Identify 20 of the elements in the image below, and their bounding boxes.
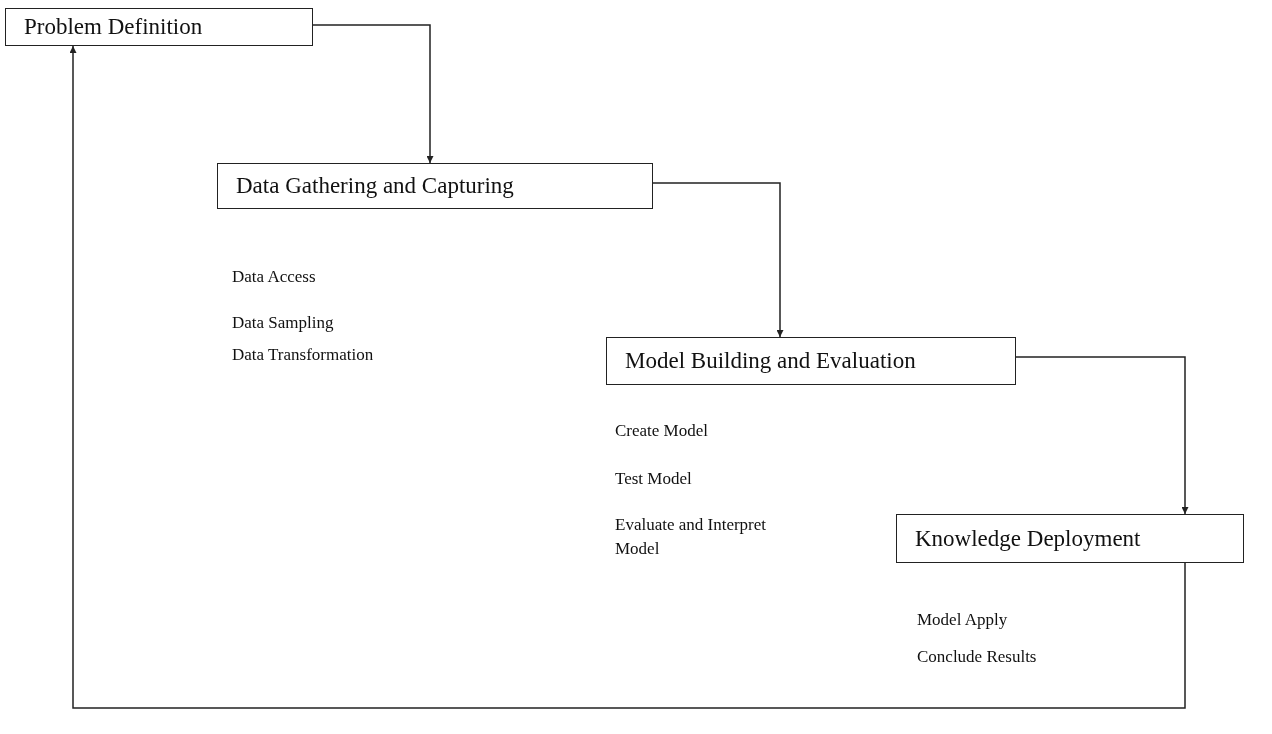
process-box bbox=[606, 337, 1016, 385]
step-item: Data Sampling bbox=[232, 312, 335, 334]
arrow bbox=[652, 182, 784, 338]
box-label: Model Building and Evaluation bbox=[625, 348, 916, 374]
arrow bbox=[312, 24, 434, 164]
box-label: Problem Definition bbox=[24, 14, 203, 40]
step-item: Create Model bbox=[615, 420, 709, 442]
step-item: Data Access bbox=[232, 266, 317, 288]
step-item: Conclude Results bbox=[917, 646, 1038, 668]
process-box bbox=[5, 8, 313, 46]
step-item: Evaluate and Interpret Model bbox=[615, 514, 768, 560]
process-box bbox=[896, 514, 1244, 563]
box-label: Knowledge Deployment bbox=[915, 525, 1141, 552]
arrow bbox=[69, 45, 1186, 709]
arrow bbox=[1015, 356, 1189, 515]
step-item: Model Apply bbox=[917, 609, 1009, 631]
process-box bbox=[217, 163, 653, 209]
step-item: Data Transformation bbox=[232, 344, 375, 366]
step-item: Test Model bbox=[615, 468, 693, 490]
box-label: Data Gathering and Capturing bbox=[236, 173, 514, 199]
